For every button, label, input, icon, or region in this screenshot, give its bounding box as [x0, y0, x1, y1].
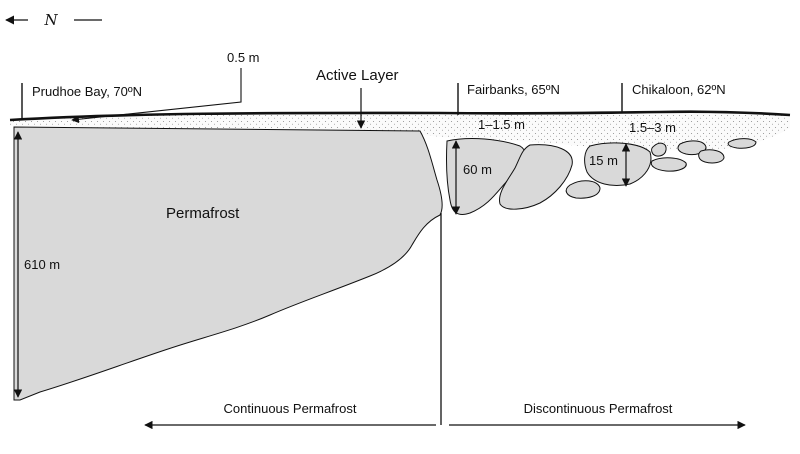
permafrost-patch-fairbanks	[445, 138, 526, 215]
permafrost-patch	[651, 142, 667, 157]
permafrost-patch	[650, 157, 687, 172]
continuous-zone-label: Continuous Permafrost	[224, 401, 357, 416]
active-layer-depth-leader	[71, 68, 242, 124]
depth-label-chikaloon-frozen: 15 m	[589, 153, 618, 168]
permafrost-patch	[698, 149, 725, 164]
ground-surface-line	[9, 110, 791, 122]
permafrost-patch	[727, 138, 757, 149]
depth-label-fairbanks-frozen: 60 m	[463, 162, 492, 177]
north-arrow: N	[5, 11, 102, 29]
permafrost-patch	[498, 144, 573, 210]
active-layer-depth-north-label: 0.5 m	[227, 50, 260, 65]
site-label-fairbanks: Fairbanks, 65ºN	[467, 82, 560, 97]
north-label: N	[43, 11, 58, 29]
site-label-prudhoe: Prudhoe Bay, 70ºN	[32, 84, 142, 99]
permafrost-label: Permafrost	[166, 205, 240, 222]
continuous-permafrost-body	[13, 126, 443, 401]
site-label-chikaloon: Chikaloon, 62ºN	[632, 82, 726, 97]
permafrost-patch	[565, 180, 601, 199]
depth-label-prudhoe: 610 m	[24, 257, 60, 272]
depth-label-fairbanks-active: 1–1.5 m	[478, 117, 525, 132]
depth-label-chikaloon-active: 1.5–3 m	[629, 120, 676, 135]
discontinuous-zone-label: Discontinuous Permafrost	[524, 401, 673, 416]
active-layer-label: Active Layer	[316, 67, 399, 84]
